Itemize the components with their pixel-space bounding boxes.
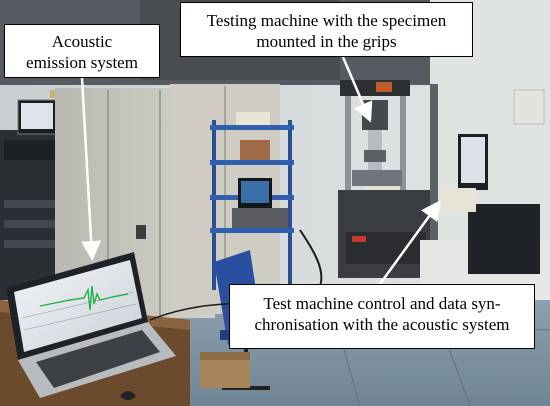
callout-text-line: emission system bbox=[26, 53, 138, 72]
callout-text-line: Testing machine with the specimen bbox=[206, 11, 447, 30]
callout-text-line: Acoustic bbox=[51, 32, 113, 51]
blue-shelf bbox=[210, 112, 294, 290]
callout-text-line: chronisation with the acoustic system bbox=[254, 315, 510, 334]
pc-tower bbox=[468, 204, 540, 274]
mouse bbox=[120, 391, 136, 400]
callout-acoustic-emission-system: Acoustic emission system bbox=[4, 24, 160, 78]
callout-control-and-synchronisation: Test machine control and data syn- chron… bbox=[229, 284, 535, 349]
callout-testing-machine: Testing machine with the specimen mounte… bbox=[180, 2, 473, 57]
acoustic-signal-waveform bbox=[39, 285, 129, 311]
callout-text-line: mounted in the grips bbox=[256, 32, 397, 51]
callout-text-line: Test machine control and data syn- bbox=[263, 294, 501, 313]
laptop bbox=[6, 252, 176, 398]
